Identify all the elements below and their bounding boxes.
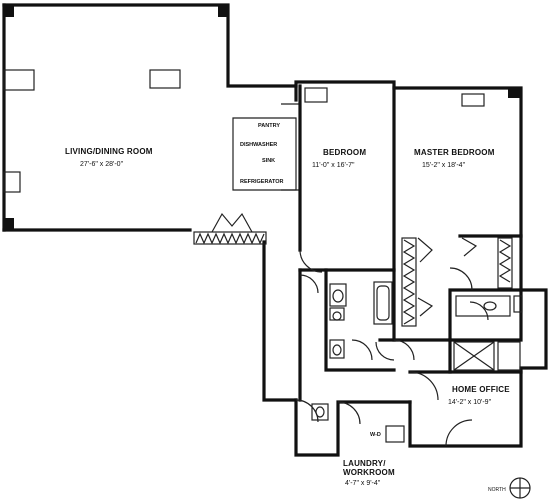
interior-walls [232, 84, 523, 402]
living-room-name: LIVING/DINING ROOM [65, 147, 153, 156]
bedroom-name: BEDROOM [323, 148, 366, 157]
living-room-dims: 27'-6" x 28'-0" [80, 161, 124, 168]
laundry-name-line2: WORKROOM [343, 468, 395, 477]
master-bedroom-name: MASTER BEDROOM [414, 148, 495, 157]
pantry-label: PANTRY [258, 123, 280, 129]
washer-dryer-label: W-D [370, 432, 381, 438]
bedroom-dims: 11'-0" x 16'-7" [312, 162, 355, 169]
home-office-dims: 14'-2" x 10'-9" [448, 399, 492, 406]
doors [295, 249, 489, 447]
laundry-name-line1: LAUNDRY/ [343, 459, 386, 468]
closets [193, 212, 513, 327]
exterior-walls [2, 3, 548, 457]
refrigerator-label: REFRIGERATOR [240, 179, 284, 185]
bath-fixtures [311, 281, 523, 443]
north-compass-icon: NORTH [488, 477, 531, 499]
columns [4, 5, 521, 230]
dishwasher-label: DISHWASHER [240, 142, 277, 148]
master-bedroom-dims: 15'-2" x 18'-4" [422, 162, 466, 169]
window-bumps [3, 69, 485, 193]
home-office-name: HOME OFFICE [452, 385, 510, 394]
sink-label: SINK [262, 158, 275, 164]
laundry-dims: 4'-7" x 9'-4" [345, 480, 381, 487]
north-label: NORTH [488, 487, 506, 493]
labels: LIVING/DINING ROOM 27'-6" x 28'-0" BEDRO… [65, 123, 510, 487]
